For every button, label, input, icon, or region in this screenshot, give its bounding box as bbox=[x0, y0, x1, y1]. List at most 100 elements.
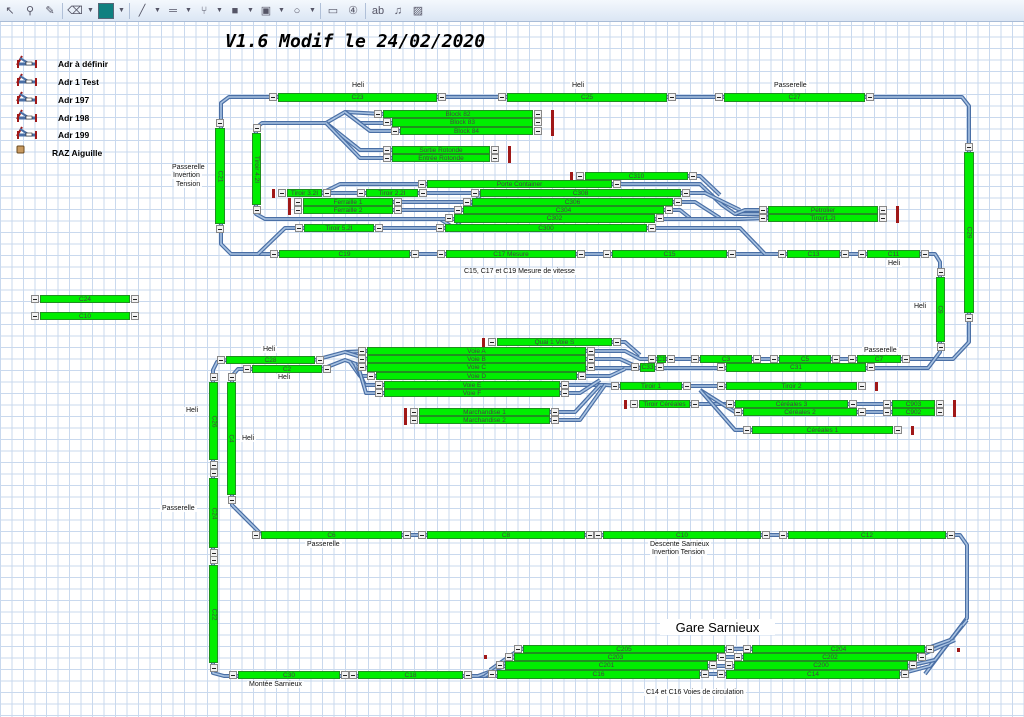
chevron-down-icon[interactable]: ▼ bbox=[118, 7, 125, 14]
block-c9[interactable]: C9 bbox=[936, 277, 945, 342]
block-c202[interactable]: C202 bbox=[743, 653, 917, 661]
chevron-down-icon[interactable]: ▼ bbox=[278, 7, 285, 14]
block-c903[interactable]: C903 bbox=[892, 400, 935, 408]
block-c3[interactable]: C3 bbox=[700, 355, 752, 363]
block-c13[interactable]: C13 bbox=[787, 250, 840, 258]
line-icon[interactable]: ╱ bbox=[138, 5, 146, 17]
chevron-down-icon[interactable]: ▼ bbox=[216, 7, 223, 14]
block-c201[interactable]: C201 bbox=[505, 661, 708, 670]
block-c200[interactable]: C200 bbox=[734, 661, 908, 670]
block-c19[interactable]: C19 bbox=[279, 250, 410, 258]
block-tiroir1[interactable]: Tiroir 1 bbox=[620, 382, 682, 390]
legend-item[interactable]: Adr 199 bbox=[14, 125, 89, 144]
block-c306[interactable]: C306 bbox=[472, 198, 673, 206]
block-tiroir2[interactable]: Tiroir 2 bbox=[726, 382, 857, 390]
block-c31[interactable]: C31 bbox=[726, 363, 866, 372]
block-c21[interactable]: C21 bbox=[215, 128, 225, 224]
color-picker-button[interactable] bbox=[98, 2, 114, 19]
block-c8[interactable]: C8 bbox=[427, 531, 585, 539]
block-c27[interactable]: C27 bbox=[724, 93, 865, 102]
block-cer1[interactable]: Céréales 1 bbox=[752, 426, 893, 434]
block-c308[interactable]: C308 bbox=[480, 189, 681, 197]
block-c33[interactable]: C33 bbox=[640, 363, 655, 372]
legend-item[interactable]: Adr 198 bbox=[14, 108, 89, 127]
block-petrolier[interactable]: Pétrolier bbox=[768, 206, 878, 214]
block-c203[interactable]: C203 bbox=[514, 653, 717, 661]
block-c24a[interactable]: C24 bbox=[40, 295, 130, 303]
block-tiroir22[interactable]: Tiroir 2.2I bbox=[366, 189, 418, 197]
block-march1[interactable]: Marchandise 1 bbox=[419, 408, 550, 416]
block-porte-container[interactable]: Porte Container bbox=[427, 180, 612, 188]
block-tiroir-cer[interactable]: Tiroir Céréales bbox=[639, 400, 690, 408]
block-march2[interactable]: Marchandise 2 bbox=[419, 416, 550, 424]
block-c7[interactable]: C7 bbox=[857, 355, 901, 363]
block-entree-rotonde[interactable]: Entrée Rotonde bbox=[392, 154, 490, 162]
block-ferraille2[interactable]: Ferraille 2 bbox=[303, 206, 393, 214]
block-voie-f[interactable]: Voie F bbox=[384, 389, 560, 397]
block-c15[interactable]: C15 bbox=[612, 250, 727, 258]
block-c304[interactable]: C304 bbox=[463, 206, 664, 214]
block-c25[interactable]: C25 bbox=[507, 93, 667, 102]
select-arrow-icon[interactable]: ↖ bbox=[5, 5, 15, 17]
legend-item[interactable]: Adr 1 Test bbox=[14, 72, 99, 91]
text-icon[interactable]: ab bbox=[371, 4, 385, 17]
block-ferraille1[interactable]: Ferraille 1 bbox=[303, 198, 393, 206]
block-c4[interactable]: C4 bbox=[227, 382, 236, 495]
chevron-down-icon[interactable]: ▼ bbox=[309, 7, 316, 14]
block-c11[interactable]: C11 bbox=[867, 250, 920, 258]
block-tiroir52[interactable]: Tiroir 5.2I bbox=[304, 224, 374, 232]
block-c28[interactable]: C28 bbox=[226, 356, 315, 364]
block-block82[interactable]: Block 82 bbox=[383, 110, 533, 118]
frame-icon[interactable]: ▣ bbox=[260, 5, 272, 17]
block-c204[interactable]: C204 bbox=[752, 645, 925, 653]
block-c10[interactable]: C10 bbox=[603, 531, 761, 539]
legend-item[interactable]: RAZ Aiguille bbox=[14, 143, 102, 162]
sound-icon[interactable]: ♫ bbox=[393, 4, 403, 17]
pencil-icon[interactable]: ✎ bbox=[45, 5, 55, 17]
block-voie-d[interactable]: Voie D bbox=[376, 372, 577, 380]
fill-icon[interactable]: ■ bbox=[231, 4, 239, 17]
block-c310[interactable]: C310 bbox=[585, 172, 688, 180]
block-c300[interactable]: C300 bbox=[445, 224, 647, 232]
eraser-icon[interactable]: ⌫ bbox=[67, 5, 83, 17]
chevron-down-icon[interactable]: ▼ bbox=[247, 7, 254, 14]
block-icon[interactable]: ▭ bbox=[327, 5, 339, 17]
block-c2[interactable]: C2 bbox=[252, 365, 322, 373]
block-block84[interactable]: Block 84 bbox=[400, 127, 533, 135]
block-voie-a[interactable]: Voie A bbox=[367, 347, 586, 355]
block-c205[interactable]: C205 bbox=[523, 645, 725, 653]
block-c23[interactable]: C23 bbox=[278, 93, 437, 102]
block-c10a[interactable]: C10 bbox=[40, 312, 130, 320]
block-c30[interactable]: C30 bbox=[238, 671, 340, 679]
chevron-down-icon[interactable]: ▼ bbox=[154, 7, 161, 14]
block-voie-e[interactable]: Voie E bbox=[384, 381, 560, 389]
circle-icon[interactable]: ○ bbox=[293, 4, 301, 17]
zoom-icon[interactable]: ⚲ bbox=[25, 5, 35, 17]
block-c5[interactable]: C5 bbox=[779, 355, 831, 363]
counter-icon[interactable]: ④ bbox=[348, 5, 358, 17]
chevron-down-icon[interactable]: ▼ bbox=[185, 7, 192, 14]
block-c16[interactable]: C16 bbox=[497, 670, 700, 679]
block-c6[interactable]: C6 bbox=[261, 531, 402, 539]
block-c18[interactable]: C18 bbox=[358, 671, 463, 679]
block-cer3[interactable]: Céréales 3 bbox=[735, 400, 848, 408]
chevron-down-icon[interactable]: ▼ bbox=[87, 7, 94, 14]
legend-item[interactable]: Adr à définir bbox=[14, 54, 108, 73]
block-voie-b[interactable]: Voie B bbox=[367, 355, 586, 363]
block-c14[interactable]: C14 bbox=[726, 670, 900, 679]
block-voie-c[interactable]: Voie C bbox=[367, 363, 586, 372]
track-icon[interactable]: ═ bbox=[169, 4, 177, 17]
block-tiroir12[interactable]: Tiroir1.2I bbox=[768, 214, 878, 222]
block-c302[interactable]: C302 bbox=[454, 214, 655, 223]
block-c902[interactable]: C902 bbox=[892, 408, 935, 416]
block-c24[interactable]: C24 bbox=[209, 478, 218, 548]
block-quai1[interactable]: Quai 1 Voie S bbox=[497, 338, 612, 346]
block-c1[interactable]: C1 bbox=[657, 355, 666, 363]
turnout-icon[interactable]: ⑂ bbox=[200, 4, 208, 17]
block-cer2[interactable]: Céréales 2 bbox=[743, 408, 857, 416]
image-icon[interactable]: ▨ bbox=[412, 5, 424, 17]
block-block83[interactable]: Block 83 bbox=[392, 118, 533, 127]
block-tiroir42[interactable]: Tiroir 4.2I bbox=[252, 133, 261, 205]
block-sortie-rotonde[interactable]: Sortie Rotonde bbox=[392, 146, 490, 154]
block-c29[interactable]: C29 bbox=[964, 152, 974, 313]
